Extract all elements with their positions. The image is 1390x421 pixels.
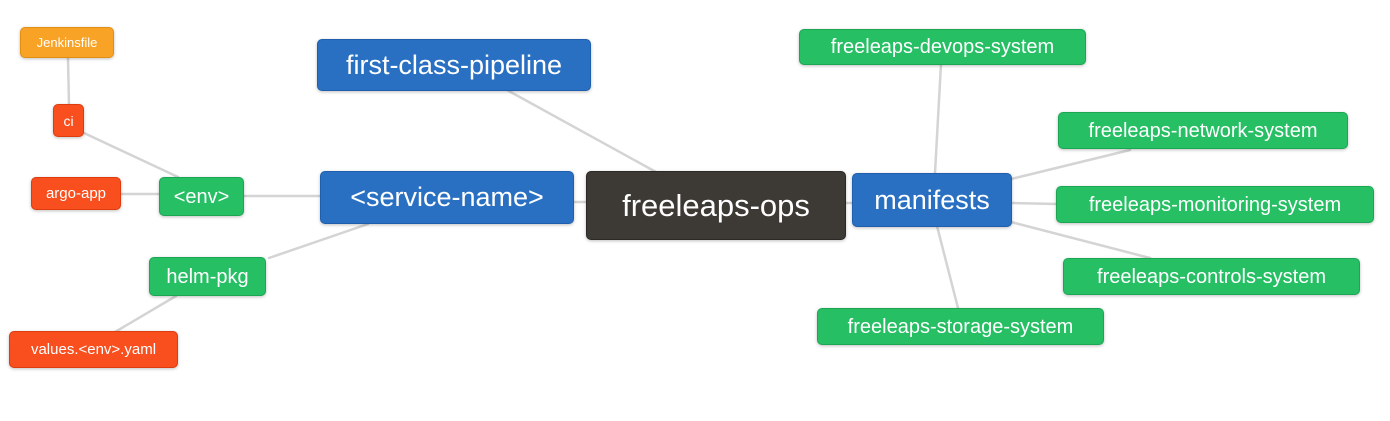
node-env[interactable]: <env>: [159, 177, 244, 216]
node-values-env-yaml[interactable]: values.<env>.yaml: [9, 331, 178, 368]
node-freeleaps-ops-root[interactable]: freeleaps-ops: [586, 171, 846, 240]
edge-manifests-monitoring: [1010, 201, 1059, 206]
edge-helm-pkg-values: [113, 294, 178, 334]
node-freeleaps-storage-system[interactable]: freeleaps-storage-system: [817, 308, 1104, 345]
node-service-name[interactable]: <service-name>: [320, 171, 574, 224]
node-first-class-pipeline[interactable]: first-class-pipeline: [317, 39, 591, 91]
edge-manifests-storage: [935, 224, 960, 310]
edge-jenkinsfile-ci: [66, 56, 71, 107]
node-freeleaps-controls-system[interactable]: freeleaps-controls-system: [1063, 258, 1360, 295]
edge-ci-env: [82, 131, 180, 179]
edge-manifests-devops: [933, 62, 943, 175]
node-freeleaps-monitoring-system[interactable]: freeleaps-monitoring-system: [1056, 186, 1374, 223]
edge-manifests-controls: [1009, 220, 1152, 260]
node-argo-app[interactable]: argo-app: [31, 177, 121, 210]
node-jenkinsfile[interactable]: Jenkinsfile: [20, 27, 114, 58]
node-manifests[interactable]: manifests: [852, 173, 1012, 227]
node-freeleaps-devops-system[interactable]: freeleaps-devops-system: [799, 29, 1086, 65]
edge-manifests-network: [1009, 148, 1132, 181]
node-helm-pkg[interactable]: helm-pkg: [149, 257, 266, 296]
node-ci[interactable]: ci: [53, 104, 84, 137]
edge-pipeline-freeleaps-ops: [505, 88, 658, 174]
edge-service-name-helm-pkg: [267, 222, 370, 260]
node-freeleaps-network-system[interactable]: freeleaps-network-system: [1058, 112, 1348, 149]
